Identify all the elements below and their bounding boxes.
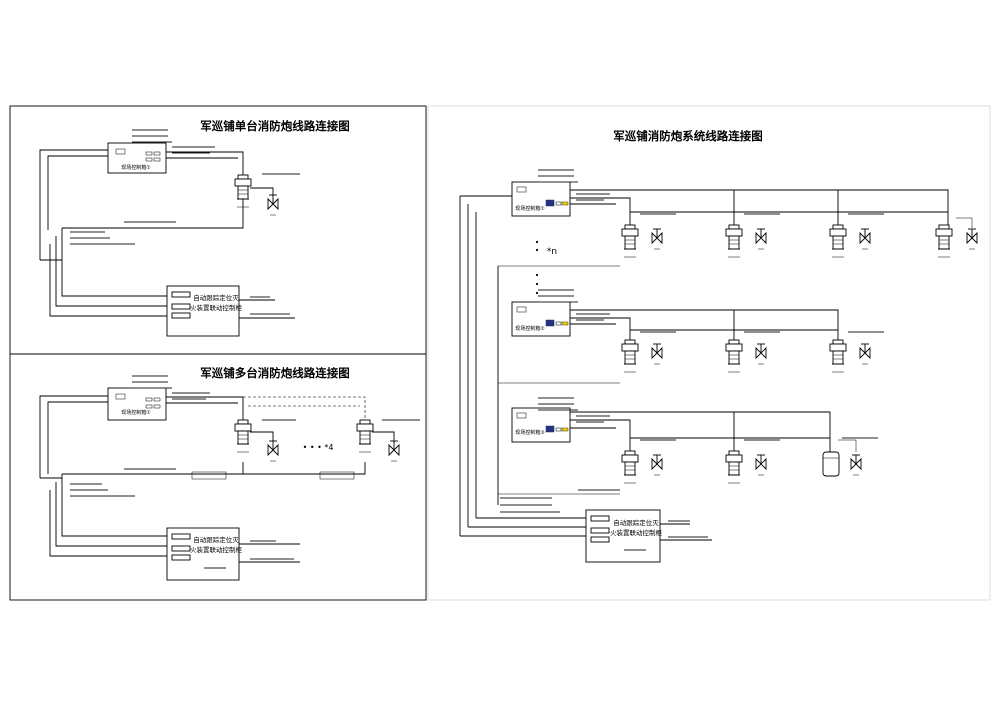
fire-cannon xyxy=(725,224,743,258)
control-box-label: 现场控制箱① xyxy=(515,205,545,212)
field-control-box: 现场控制箱① xyxy=(107,142,167,174)
cable-note xyxy=(668,520,708,538)
fire-cannon xyxy=(725,339,743,373)
control-box-label: 现场控制箱② xyxy=(515,325,545,332)
cable-note xyxy=(576,313,884,333)
cabinet-title: 火装置联动控制柜 xyxy=(610,528,663,537)
solenoid-valve xyxy=(651,454,663,476)
cabinet-title: 自动跟踪定位灭 xyxy=(193,535,239,544)
solenoid-valve xyxy=(651,228,663,250)
repeat-dots xyxy=(535,240,539,295)
cable-note xyxy=(131,129,173,143)
field-control-box: 现场控制箱① xyxy=(511,181,571,217)
repeat-marker: • • • *4 xyxy=(303,443,334,452)
fire-cannon xyxy=(621,339,639,373)
solenoid-valve xyxy=(755,454,767,476)
solenoid-valve xyxy=(267,194,279,216)
solenoid-valve xyxy=(267,440,279,462)
cable-note xyxy=(70,392,420,497)
panel-multi-cannon: 军巡铺多台消防炮线路连接图 现场控制箱① xyxy=(9,353,427,601)
cabinet-title: 火装置联动控制柜 xyxy=(190,545,243,554)
fire-cannon xyxy=(829,339,847,373)
cable-note xyxy=(576,415,878,441)
solenoid-valve xyxy=(966,228,978,250)
panel-title: 军巡铺单台消防炮线路连接图 xyxy=(200,119,350,133)
cable-note xyxy=(131,375,173,389)
cabinet-title: 自动跟踪定位灭 xyxy=(613,518,659,527)
linkage-control-cabinet: 自动跟踪定位灭 火装置联动控制柜 xyxy=(166,527,243,581)
control-box-label: 现场控制箱③ xyxy=(515,429,544,436)
fire-cannon xyxy=(621,450,639,484)
detector-device xyxy=(822,451,840,477)
fire-cannon xyxy=(621,224,639,258)
field-control-box: 现场控制箱② xyxy=(511,301,571,337)
solenoid-valve xyxy=(755,343,767,365)
fire-cannon xyxy=(829,224,847,258)
cabinet-title: 自动跟踪定位灭 xyxy=(193,293,239,302)
panel-frame xyxy=(427,105,991,601)
linkage-control-cabinet: 自动跟踪定位灭 火装置联动控制柜 xyxy=(585,509,663,563)
cable-note xyxy=(500,489,620,513)
cable-note xyxy=(576,193,884,215)
panel-frame xyxy=(9,353,427,601)
cable-note xyxy=(70,146,300,245)
fire-cannon xyxy=(356,419,374,453)
fire-cannon xyxy=(234,419,252,453)
panel-title: 军巡铺多台消防炮线路连接图 xyxy=(200,366,350,380)
fire-cannon xyxy=(725,450,743,484)
cable-note xyxy=(250,540,294,560)
cable-note xyxy=(250,296,290,315)
control-box-label: 现场控制箱① xyxy=(121,409,151,416)
cabinet-title: 火装置联动控制柜 xyxy=(190,303,243,312)
control-box-label: 现场控制箱① xyxy=(121,164,151,171)
panel-title: 军巡铺消防炮系统线路连接图 xyxy=(613,129,763,143)
fire-cannon xyxy=(935,224,953,258)
cable-note xyxy=(537,289,579,303)
solenoid-valve xyxy=(859,228,871,250)
cable-note xyxy=(537,169,579,183)
panel-system: 军巡铺消防炮系统线路连接图 现场控制箱① xyxy=(427,105,991,601)
solenoid-valve xyxy=(850,454,862,476)
solenoid-valve xyxy=(651,343,663,365)
solenoid-valve xyxy=(859,343,871,365)
panel-single-cannon: 军巡铺单台消防炮线路连接图 现场控制箱① xyxy=(9,105,427,355)
field-control-box: 现场控制箱① xyxy=(107,387,167,421)
field-control-box: 现场控制箱③ xyxy=(511,407,571,443)
solenoid-valve xyxy=(388,440,400,462)
repeat-marker: *n xyxy=(547,247,557,257)
linkage-control-cabinet: 自动跟踪定位灭 火装置联动控制柜 xyxy=(166,285,243,337)
solenoid-valve xyxy=(755,228,767,250)
